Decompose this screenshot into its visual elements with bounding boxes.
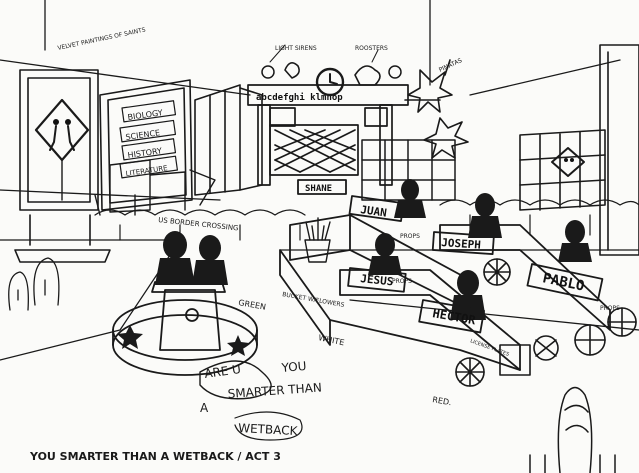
stage-stars xyxy=(117,325,249,356)
name-sign-jesus: JESUS xyxy=(360,272,394,288)
central-gate xyxy=(247,84,409,186)
note-light: LIGHT SIRENS xyxy=(275,45,317,52)
note-red: RED. xyxy=(432,395,453,407)
note-props-3: PROPS xyxy=(600,305,620,312)
right-shelving xyxy=(519,129,606,211)
floor-text-2: YOU xyxy=(280,359,307,375)
note-props-2: PROPS xyxy=(392,278,412,285)
gate-alphabet: abcdefghi klmnop xyxy=(256,92,343,103)
host-podium xyxy=(112,281,258,376)
lockers xyxy=(194,84,263,196)
desk-and-chairs xyxy=(94,159,216,216)
bottom-right-statue xyxy=(529,386,616,473)
note-props-1: PROPS xyxy=(400,233,420,240)
left-shrubs xyxy=(8,257,60,311)
flower-bucket xyxy=(304,217,331,263)
barbed-wire-fence xyxy=(94,199,639,241)
board-subject-biology: BIOLOGY xyxy=(127,108,163,122)
carts-and-wheels xyxy=(455,258,637,387)
board-subject-history: HISTORY xyxy=(127,146,163,160)
board-subject-science: SCIENCE xyxy=(125,128,161,142)
pinatas xyxy=(404,59,469,159)
name-sign-juan: JUAN xyxy=(360,203,388,220)
clock-icon xyxy=(315,67,345,97)
note-white: WHITE xyxy=(318,333,346,347)
floor-text-1: ARE U xyxy=(203,362,241,381)
floor-text-5: WETBACK xyxy=(238,421,299,438)
rooster-icon xyxy=(284,49,381,86)
right-crossing-sign xyxy=(551,147,585,177)
subject-board xyxy=(99,79,193,211)
name-sign-frames xyxy=(297,179,604,334)
note-bucket: BUCKET W/FLOWERS xyxy=(282,291,345,309)
floor-text-3: SMARTER THAN xyxy=(227,380,322,401)
note-roosters: ROOSTERS xyxy=(355,45,388,52)
light-sirens xyxy=(261,44,402,79)
floor-title: ARE U YOU SMARTER THAN A WETBACK xyxy=(199,359,322,441)
floor-text-4: A xyxy=(200,401,209,415)
note-border: US BORDER CROSSING xyxy=(158,216,239,232)
note-velvet: VELVET PAINTINGS OF SAINTS xyxy=(57,26,146,52)
pedestrian-crossing-sign xyxy=(34,98,90,201)
name-sign-shane: SHANE xyxy=(305,184,332,194)
left-pillar xyxy=(14,69,111,263)
name-sign-joseph: JOSEPH xyxy=(441,236,482,252)
note-green: GREEN xyxy=(238,298,267,312)
right-pillar xyxy=(599,44,639,256)
sketch-caption: YOU SMARTER THAN A WETBACK / ACT 3 xyxy=(29,450,281,463)
